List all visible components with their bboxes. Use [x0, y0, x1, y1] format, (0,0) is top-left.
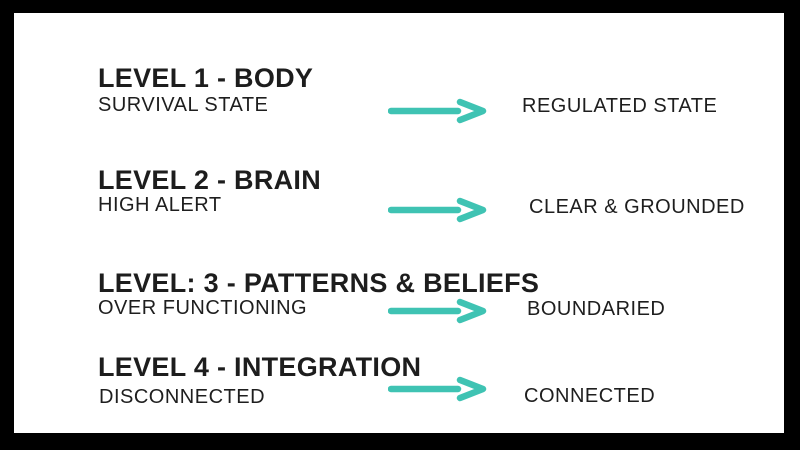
level-2-from-state: HIGH ALERT	[98, 194, 222, 216]
level-4-from-state: DISCONNECTED	[99, 386, 266, 408]
level-2-to-state: CLEAR & GROUNDED	[529, 196, 745, 218]
arrow-right-icon	[388, 376, 487, 402]
level-1-heading: LEVEL 1 - BODY	[98, 63, 314, 93]
slide-panel: LEVEL 1 - BODY SURVIVAL STATE REGULATED …	[14, 13, 784, 433]
level-1-from-state: SURVIVAL STATE	[98, 94, 269, 116]
level-3-from-state: OVER FUNCTIONING	[98, 297, 308, 319]
level-3-heading: LEVEL: 3 - PATTERNS & BELIEFS	[98, 268, 540, 298]
level-4-to-state: CONNECTED	[524, 385, 656, 407]
arrow-right-icon	[388, 98, 487, 124]
arrow-right-icon	[388, 197, 487, 223]
arrow-right-icon	[388, 298, 487, 324]
level-1-to-state: REGULATED STATE	[522, 95, 718, 117]
level-3-to-state: BOUNDARIED	[527, 298, 666, 320]
level-4-heading: LEVEL 4 - INTEGRATION	[98, 352, 422, 382]
level-2-heading: LEVEL 2 - BRAIN	[98, 165, 322, 195]
